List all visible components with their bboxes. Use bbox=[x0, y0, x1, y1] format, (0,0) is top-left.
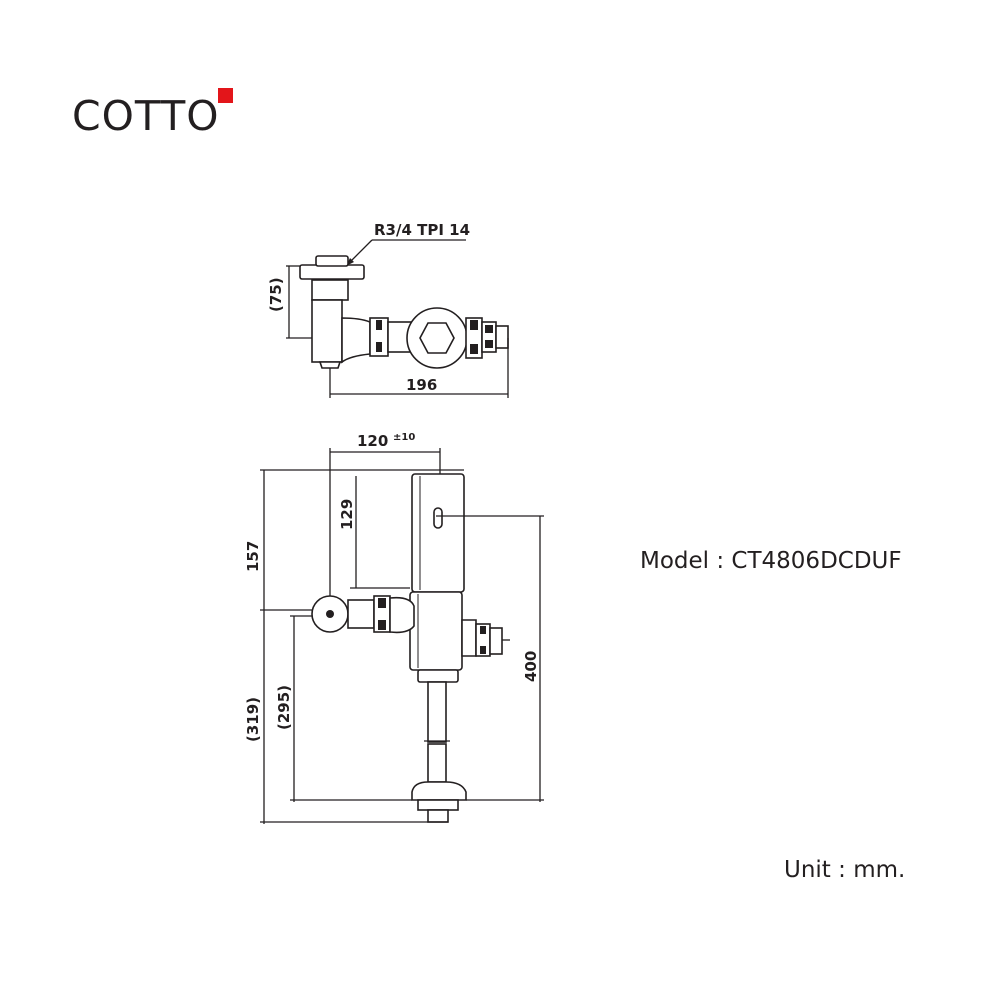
spud-flange bbox=[411, 781, 467, 801]
dim-129: 129 bbox=[338, 499, 356, 530]
dim-196: 196 bbox=[406, 376, 437, 394]
wall-flange bbox=[299, 264, 365, 280]
stop-valve-center bbox=[326, 610, 334, 618]
dim-75: (75) bbox=[267, 277, 285, 312]
outlet-pipe-lower bbox=[427, 743, 447, 783]
right-inlet-tip bbox=[489, 627, 503, 655]
spud-nut bbox=[417, 799, 459, 811]
front-nut-hatch-a bbox=[378, 598, 386, 608]
valve-body-vertical bbox=[311, 299, 343, 363]
dim-319: (319) bbox=[244, 697, 262, 742]
right-inlet-body bbox=[461, 619, 477, 657]
thread-label: R3/4 TPI 14 bbox=[374, 221, 470, 239]
valve-outlet bbox=[318, 361, 342, 369]
front-view: 120 ±10 bbox=[244, 432, 544, 824]
inlet-hatch-b bbox=[480, 646, 486, 654]
dim-120: 120 bbox=[357, 432, 388, 450]
valve-neck bbox=[311, 279, 349, 301]
nut-hatch-e bbox=[485, 325, 493, 333]
sensor-window bbox=[433, 507, 443, 529]
top-view: R3/4 TPI 14 (75) bbox=[267, 221, 509, 398]
outlet-pipe-upper bbox=[427, 681, 447, 743]
inlet-tip bbox=[495, 325, 509, 349]
spud-tail bbox=[427, 809, 449, 823]
front-elbow bbox=[389, 596, 415, 634]
nut-hatch-a bbox=[376, 320, 382, 330]
cotto-logo: COTTO bbox=[72, 88, 233, 146]
model-label: Model : CT4806DCDUF bbox=[640, 548, 902, 574]
dim-400: 400 bbox=[522, 651, 540, 682]
hex-cap bbox=[419, 322, 455, 354]
elbow-joint bbox=[341, 317, 371, 364]
nut-hatch-f bbox=[485, 340, 493, 348]
brand-name: COTTO bbox=[72, 92, 220, 140]
dim-295: (295) bbox=[275, 685, 293, 730]
outlet-collar bbox=[417, 669, 459, 683]
front-nut-hatch-b bbox=[378, 620, 386, 630]
brand-red-square bbox=[218, 88, 233, 103]
stop-valve-arm bbox=[347, 599, 375, 629]
nut-hatch-c bbox=[470, 320, 478, 330]
flange-cap bbox=[315, 255, 349, 267]
inlet-hatch-a bbox=[480, 626, 486, 634]
dim-120-tolerance: ±10 bbox=[393, 432, 415, 443]
unit-label: Unit : mm. bbox=[784, 857, 906, 883]
nut-hatch-b bbox=[376, 342, 382, 352]
nut-hatch-d bbox=[470, 344, 478, 354]
dim-157: 157 bbox=[244, 541, 262, 572]
